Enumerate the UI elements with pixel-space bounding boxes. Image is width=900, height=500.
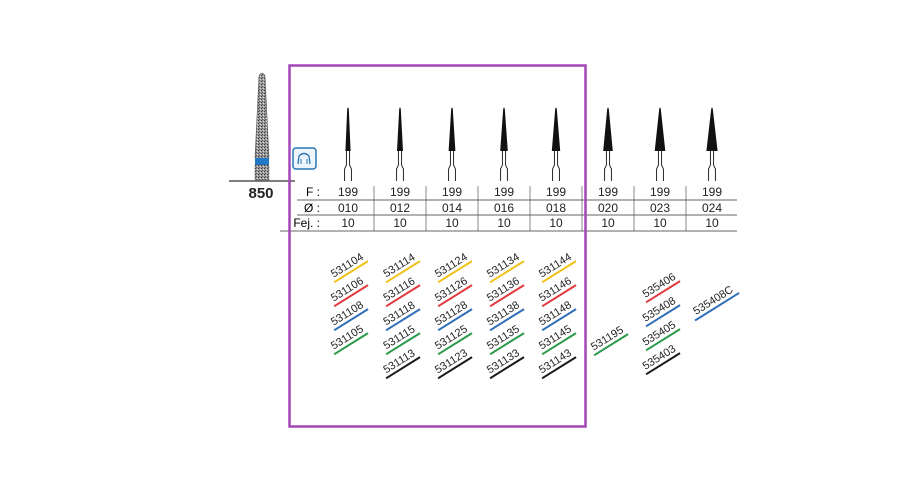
- order-code-underline: [333, 284, 369, 308]
- order-code: 531113: [381, 347, 421, 380]
- value-diameter: 018: [546, 201, 566, 215]
- bur-silhouette: [344, 107, 352, 181]
- bur-silhouette: [706, 107, 718, 181]
- order-code-underline: [385, 260, 421, 284]
- value-figure: 199: [546, 185, 566, 199]
- order-code-underline: [541, 260, 577, 284]
- order-code-underline: [489, 284, 525, 308]
- value-cut: 10: [601, 216, 615, 230]
- bur-silhouette: [396, 107, 404, 181]
- diamond-bur-image: [254, 72, 270, 181]
- order-code-underline: [489, 308, 525, 332]
- order-code-underline: [437, 356, 473, 380]
- order-code-underline: [541, 284, 577, 308]
- value-cut: 10: [341, 216, 355, 230]
- order-code-underline: [333, 260, 369, 284]
- shape-number: 850: [248, 185, 273, 202]
- order-code: 531118: [381, 299, 421, 332]
- value-diameter: 014: [442, 201, 462, 215]
- order-code-underline: [645, 328, 681, 352]
- order-code-underline: [694, 292, 740, 322]
- bur-silhouette: [500, 107, 508, 181]
- order-code-underline: [385, 356, 421, 380]
- order-code-underline: [437, 260, 473, 284]
- value-diameter: 012: [390, 201, 410, 215]
- value-diameter: 020: [598, 201, 618, 215]
- order-code: 535406: [641, 271, 681, 304]
- order-code-underline: [333, 332, 369, 356]
- order-code: 531124: [433, 251, 473, 284]
- value-cut: 10: [445, 216, 459, 230]
- value-figure: 199: [494, 185, 514, 199]
- bur-silhouette: [551, 107, 561, 181]
- bur-silhouette: [654, 107, 666, 181]
- value-diameter: 024: [702, 201, 722, 215]
- order-code: 531134: [485, 251, 525, 284]
- value-figure: 199: [650, 185, 670, 199]
- bur-silhouette: [603, 107, 613, 181]
- order-code-underline: [593, 333, 629, 357]
- order-code: 531114: [381, 251, 421, 284]
- crown-prep-icon: [292, 147, 317, 170]
- order-code-underline: [385, 284, 421, 308]
- order-code-underline: [489, 356, 525, 380]
- highlight-frame: [288, 64, 587, 428]
- order-code: 531115: [381, 323, 421, 356]
- order-code: 531104: [329, 251, 369, 284]
- order-code: 531116: [381, 275, 421, 308]
- value-cut: 10: [393, 216, 407, 230]
- order-code-underline: [645, 352, 681, 376]
- row-label-figure: F :: [306, 185, 320, 199]
- value-cut: 10: [653, 216, 667, 230]
- value-diameter: 023: [650, 201, 670, 215]
- order-code: 535408C: [691, 284, 740, 322]
- order-code-underline: [489, 332, 525, 356]
- value-cut: 10: [705, 216, 719, 230]
- order-code-underline: [489, 260, 525, 284]
- order-code-underline: [645, 304, 681, 328]
- order-code-underline: [333, 308, 369, 332]
- order-code-underline: [385, 332, 421, 356]
- value-diameter: 010: [338, 201, 358, 215]
- order-code: 531144: [537, 251, 577, 284]
- bur-columns: 1990101053110453110653110853110519901210…: [329, 107, 740, 380]
- value-cut: 10: [549, 216, 563, 230]
- value-figure: 199: [598, 185, 618, 199]
- value-figure: 199: [338, 185, 358, 199]
- order-code-underline: [437, 332, 473, 356]
- bur-silhouette: [448, 107, 456, 181]
- order-code-underline: [437, 284, 473, 308]
- value-cut: 10: [497, 216, 511, 230]
- order-code-underline: [385, 308, 421, 332]
- bur-color-band: [255, 158, 269, 165]
- value-figure: 199: [442, 185, 462, 199]
- value-figure: 199: [702, 185, 722, 199]
- order-code-underline: [541, 332, 577, 356]
- row-label-cut: Fej. :: [293, 216, 320, 230]
- row-label-diameter: Ø :: [304, 201, 320, 215]
- value-figure: 199: [390, 185, 410, 199]
- order-code-text: 535408C: [691, 284, 735, 318]
- order-code: 531195: [589, 324, 629, 357]
- order-code-underline: [437, 308, 473, 332]
- order-code-underline: [541, 308, 577, 332]
- value-diameter: 016: [494, 201, 514, 215]
- order-code-underline: [541, 356, 577, 380]
- order-code-underline: [645, 280, 681, 304]
